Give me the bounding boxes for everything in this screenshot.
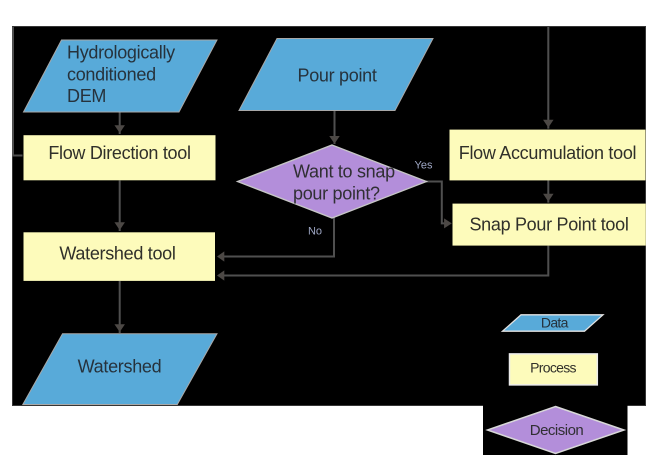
svg-text:conditioned: conditioned <box>67 65 156 85</box>
svg-text:Flow Direction tool: Flow Direction tool <box>48 143 190 163</box>
svg-text:pour point?: pour point? <box>293 184 380 204</box>
svg-text:Watershed: Watershed <box>78 356 162 376</box>
svg-text:Pour point: Pour point <box>298 66 377 86</box>
svg-text:Hydrologically: Hydrologically <box>67 43 175 63</box>
svg-text:Process: Process <box>530 360 576 376</box>
svg-text:Decision: Decision <box>530 422 584 439</box>
svg-text:Data: Data <box>541 314 569 330</box>
svg-text:Snap Pour Point tool: Snap Pour Point tool <box>469 214 628 234</box>
svg-text:Want to snap: Want to snap <box>293 162 395 182</box>
svg-text:Yes: Yes <box>415 160 433 172</box>
svg-text:Watershed tool: Watershed tool <box>59 244 175 264</box>
svg-text:Flow Accumulation tool: Flow Accumulation tool <box>459 143 637 163</box>
svg-text:No: No <box>308 226 322 238</box>
svg-text:DEM: DEM <box>67 86 106 106</box>
